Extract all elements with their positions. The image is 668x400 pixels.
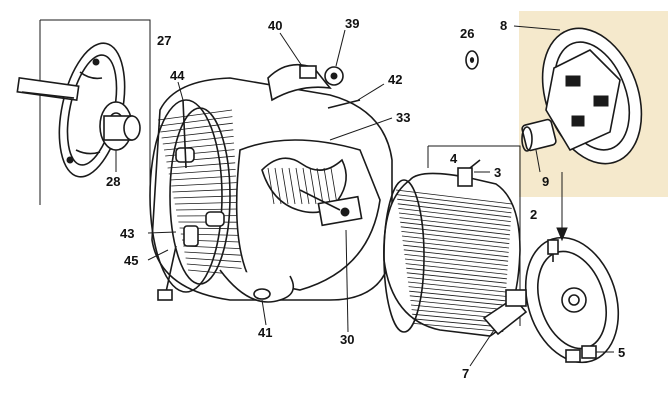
hatch-line (397, 203, 512, 218)
hatch-line (405, 263, 508, 275)
callout-27: 27 (157, 33, 171, 48)
hatch-line (396, 194, 512, 209)
hatch-line (175, 208, 239, 211)
end-plate-left (16, 19, 151, 205)
hatch-line (160, 122, 233, 133)
hatch-line (410, 300, 505, 310)
callout-42: 42 (388, 72, 402, 87)
hatch-line (157, 109, 233, 121)
hatch-line (174, 202, 238, 205)
hatch-line (409, 295, 506, 306)
yoke-body (149, 63, 393, 303)
hatch-line (398, 212, 511, 227)
hatch-line (288, 167, 296, 205)
hatch-line (186, 263, 242, 269)
callout-8: 8 (500, 18, 507, 33)
callout-45: 45 (124, 253, 138, 268)
callout-33: 33 (396, 110, 410, 125)
hatch-line (398, 208, 511, 222)
hatch-line (169, 175, 237, 181)
hatch-line (400, 226, 510, 240)
hatch-line (171, 182, 237, 187)
callout-44: 44 (170, 68, 185, 83)
callout-2: 2 (530, 207, 537, 222)
hatch-line (397, 198, 512, 214)
hatch-line (404, 258, 508, 271)
callout-39: 39 (345, 16, 359, 31)
hatch-line (404, 254, 508, 266)
hatch-line (172, 188, 237, 193)
inset-parts (465, 27, 643, 242)
cover-band (383, 145, 521, 337)
callout-30: 30 (340, 332, 354, 347)
hatch-line (412, 318, 504, 328)
hatch-line (184, 251, 241, 256)
hatch-line (161, 129, 234, 139)
callout-26: 26 (460, 26, 474, 41)
hatch-line (410, 304, 505, 315)
hatch-line (406, 267, 507, 280)
hatch-line (316, 167, 324, 205)
hatch-line (267, 167, 275, 205)
leader-lines (115, 25, 614, 367)
hatch-line (406, 272, 507, 284)
callout-7: 7 (462, 366, 469, 381)
hatch-line (167, 162, 236, 169)
hatch-line (409, 290, 506, 302)
callout-41: 41 (258, 325, 272, 340)
hatch-line (408, 286, 506, 297)
callout-43: 43 (120, 226, 134, 241)
callout-5: 5 (618, 345, 625, 360)
hatch-line (302, 167, 310, 205)
hatch-line (403, 244, 509, 258)
callout-4: 4 (450, 151, 458, 166)
callout-9: 9 (542, 174, 549, 189)
hatch-line (274, 167, 282, 205)
hatch-line (401, 235, 510, 249)
hatch-line (163, 142, 235, 151)
hatch-line (401, 231, 510, 244)
hatch-line (159, 116, 233, 127)
hatch-line (395, 189, 513, 205)
callout-40: 40 (268, 18, 282, 33)
end-plate-right (482, 236, 620, 364)
bolt-45 (157, 245, 177, 301)
hatch-line (407, 281, 507, 293)
hatch-line (281, 167, 289, 205)
hatch-line (403, 249, 509, 262)
hatch-line (323, 167, 331, 205)
hatch-line (330, 167, 338, 205)
callout-3: 3 (494, 165, 501, 180)
hatch-line (402, 240, 509, 253)
hatch-line (173, 195, 238, 199)
hatch-line (295, 167, 303, 205)
hatch-line (399, 217, 511, 231)
callout-28: 28 (106, 174, 120, 189)
hatch-line (407, 277, 507, 288)
hatch-line (400, 221, 510, 236)
callout-labels: 27 40 39 26 8 44 42 33 28 4 3 9 2 43 45 … (106, 16, 625, 381)
hatch-line (413, 323, 504, 332)
hatch-line (168, 169, 236, 175)
